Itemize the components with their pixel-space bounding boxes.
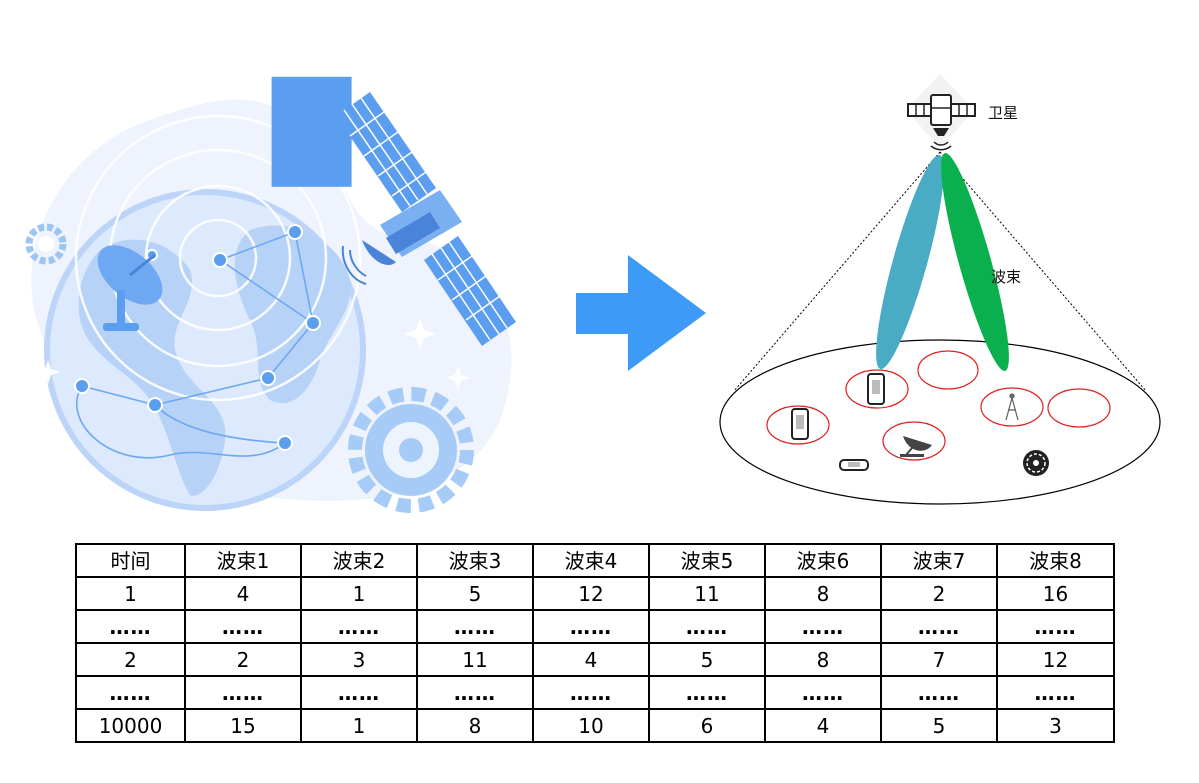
table-cell: …… bbox=[416, 675, 534, 710]
network-nodes bbox=[74, 224, 321, 451]
beam-label: 波束 bbox=[991, 268, 1022, 286]
table-cell: 5 bbox=[880, 708, 998, 743]
table-row: 1 4 1 5 12 11 8 2 16 bbox=[75, 576, 1115, 611]
table-cell: …… bbox=[75, 609, 186, 644]
header-beam-5: 波束5 bbox=[648, 543, 766, 578]
table-cell: …… bbox=[184, 675, 302, 710]
table-cell: 3 bbox=[300, 642, 418, 677]
table-cell: 16 bbox=[996, 576, 1115, 611]
table-cell: 6 bbox=[648, 708, 766, 743]
large-gear-icon bbox=[348, 387, 474, 513]
header-beam-8: 波束8 bbox=[996, 543, 1115, 578]
table-cell: 7 bbox=[880, 642, 998, 677]
beam-spot bbox=[845, 369, 909, 409]
beam-spots bbox=[766, 350, 1111, 461]
table-cell: 8 bbox=[764, 576, 882, 611]
small-gear-icon bbox=[25, 223, 67, 265]
table-header-row: 时间 波束1 波束2 波束3 波束4 波束5 波束6 波束7 波束8 bbox=[75, 543, 1115, 578]
table-cell: 4 bbox=[764, 708, 882, 743]
table-cell: 1 bbox=[75, 576, 186, 611]
globe-satellite-illustration bbox=[25, 76, 516, 513]
beam-spot bbox=[766, 405, 830, 445]
table-cell: …… bbox=[648, 675, 766, 710]
satellite-icon bbox=[906, 74, 976, 151]
table-cell: …… bbox=[764, 675, 882, 710]
header-beam-2: 波束2 bbox=[300, 543, 418, 578]
header-beam-3: 波束3 bbox=[416, 543, 534, 578]
coverage-area bbox=[719, 339, 1161, 505]
table-cell: …… bbox=[416, 609, 534, 644]
table-row: …… …… …… …… …… …… …… …… …… bbox=[75, 675, 1115, 710]
table-cell: 1 bbox=[300, 708, 418, 743]
table-cell: 2 bbox=[75, 642, 186, 677]
table-cell: …… bbox=[75, 675, 186, 710]
table-cell: 2 bbox=[184, 642, 302, 677]
table-cell: 2 bbox=[880, 576, 998, 611]
table-cell: 4 bbox=[184, 576, 302, 611]
table-cell: 4 bbox=[532, 642, 650, 677]
beam-schedule-table: 时间 波束1 波束2 波束3 波束4 波束5 波束6 波束7 波束8 1 4 1… bbox=[75, 543, 1115, 743]
table-cell: …… bbox=[300, 675, 418, 710]
table-cell: …… bbox=[184, 609, 302, 644]
table-cell: 11 bbox=[416, 642, 534, 677]
network-links bbox=[75, 230, 314, 459]
table-cell: …… bbox=[880, 609, 998, 644]
satellite-label: 卫星 bbox=[988, 104, 1019, 122]
header-beam-4: 波束4 bbox=[532, 543, 650, 578]
beam-spot bbox=[1047, 388, 1111, 428]
cone-right-edge bbox=[939, 151, 1147, 392]
table-cell: 10000 bbox=[75, 708, 186, 743]
continent-americas bbox=[78, 239, 226, 496]
table-cell: …… bbox=[996, 675, 1115, 710]
table-cell: …… bbox=[880, 675, 998, 710]
cell-tower-icon bbox=[1005, 393, 1019, 421]
beam-teal bbox=[876, 154, 944, 370]
table-cell: …… bbox=[300, 609, 418, 644]
table-cell: 3 bbox=[996, 708, 1115, 743]
table-cell: …… bbox=[532, 675, 650, 710]
phone-icon bbox=[867, 373, 885, 405]
phone-icon bbox=[791, 408, 809, 440]
ship-icon bbox=[1023, 450, 1049, 476]
header-beam-6: 波束6 bbox=[764, 543, 882, 578]
table-cell: 15 bbox=[184, 708, 302, 743]
table-cell: …… bbox=[764, 609, 882, 644]
sparkle-icons bbox=[36, 318, 471, 391]
car-icon bbox=[839, 459, 869, 471]
table-cell: …… bbox=[648, 609, 766, 644]
ground-dish-icon bbox=[900, 436, 932, 457]
continent-east bbox=[234, 225, 351, 404]
table-cell: 8 bbox=[416, 708, 534, 743]
table-cell: …… bbox=[532, 609, 650, 644]
table-row: …… …… …… …… …… …… …… …… …… bbox=[75, 609, 1115, 644]
table-cell: 8 bbox=[764, 642, 882, 677]
cone-left-edge bbox=[733, 151, 941, 392]
table-cell: 12 bbox=[996, 642, 1115, 677]
table-row: 2 2 3 11 4 5 8 7 12 bbox=[75, 642, 1115, 677]
beam-spot bbox=[980, 387, 1044, 427]
beam-spot bbox=[917, 350, 979, 390]
table-cell: …… bbox=[996, 609, 1115, 644]
table-row: 10000 15 1 8 10 6 4 5 3 bbox=[75, 708, 1115, 743]
beam-green bbox=[941, 153, 1009, 371]
table-cell: 5 bbox=[648, 642, 766, 677]
table-cell: 5 bbox=[416, 576, 534, 611]
header-beam-7: 波束7 bbox=[880, 543, 998, 578]
header-beam-1: 波束1 bbox=[184, 543, 302, 578]
dish-antenna-icon bbox=[97, 245, 163, 331]
table-cell: 12 bbox=[532, 576, 650, 611]
header-time: 时间 bbox=[75, 543, 186, 578]
beam-spot bbox=[882, 421, 946, 461]
table-cell: 10 bbox=[532, 708, 650, 743]
table-cell: 11 bbox=[648, 576, 766, 611]
table-cell: 1 bbox=[300, 576, 418, 611]
satellite-illustration bbox=[271, 76, 516, 346]
